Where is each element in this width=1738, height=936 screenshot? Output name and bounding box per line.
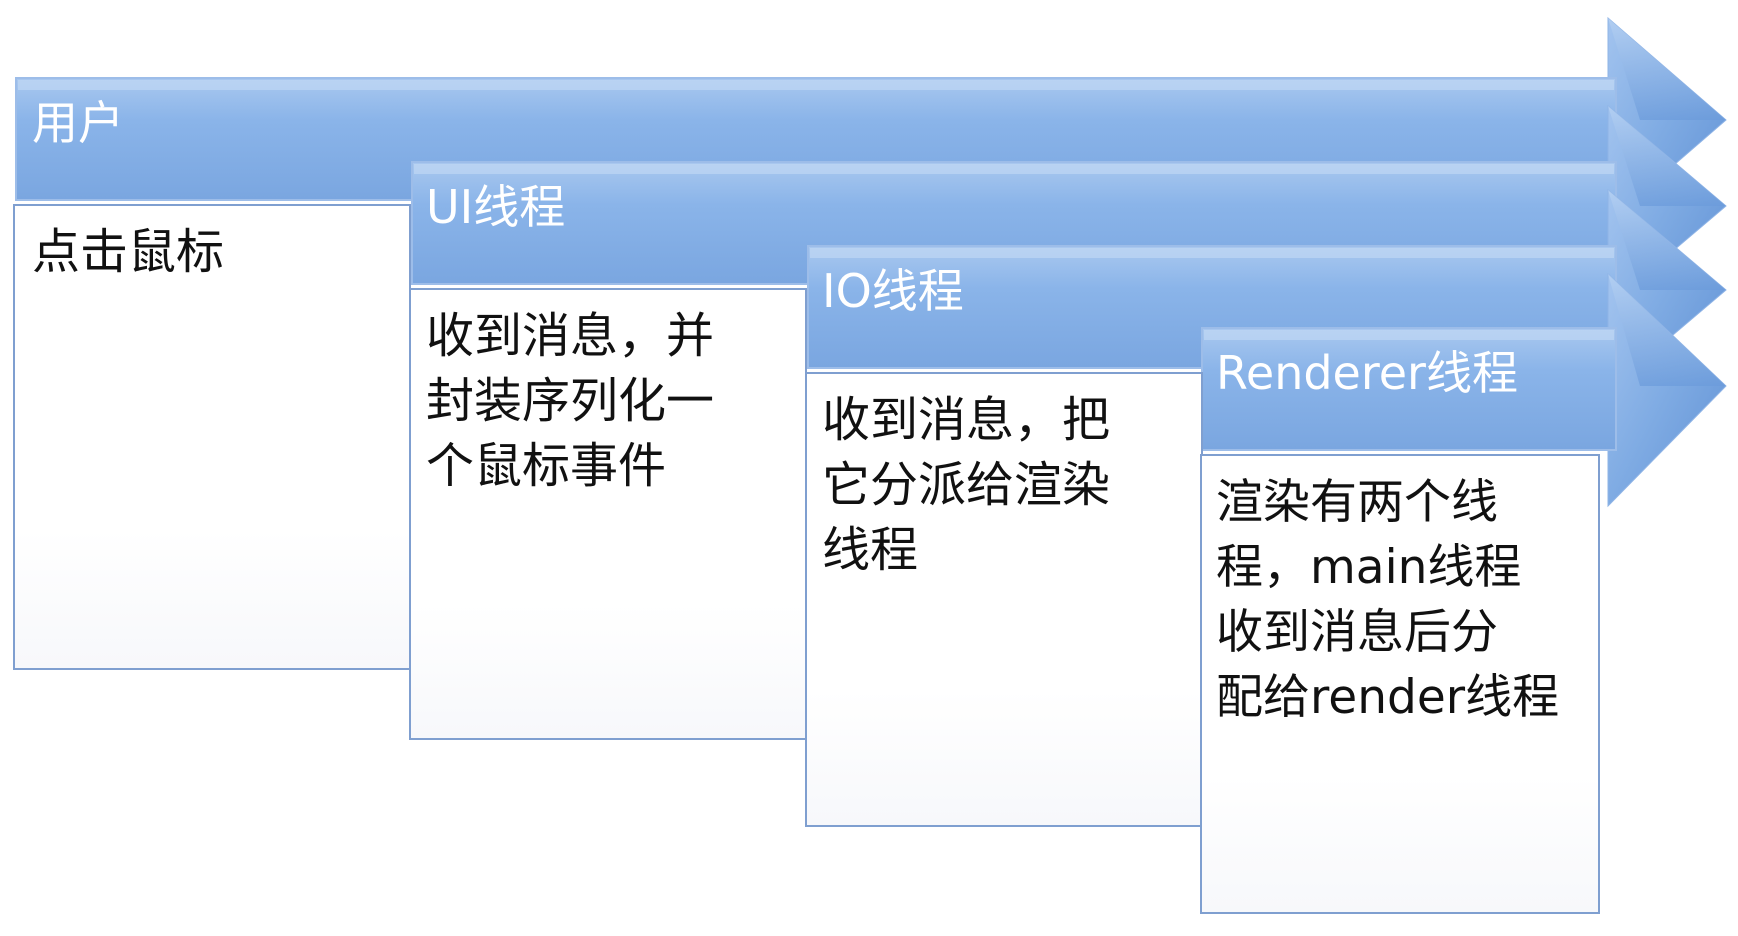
stage-description-ui: 收到消息，并 封装序列化一 个鼠标事件 xyxy=(426,308,715,494)
stage-box-renderer xyxy=(1200,454,1600,914)
stage-box-ui xyxy=(409,288,807,740)
stage-box-user xyxy=(13,204,411,670)
stage-label-ui: UI线程 xyxy=(426,180,566,234)
arrow-ui-head-facet xyxy=(1608,106,1726,206)
arrow-ui-highlight xyxy=(414,164,1614,174)
arrow-io-head-facet xyxy=(1608,190,1726,290)
arrow-renderer-highlight xyxy=(1204,330,1614,340)
arrow-renderer-head-facet xyxy=(1608,274,1726,386)
stage-label-user: 用户 xyxy=(32,96,124,150)
stage-description-io: 收到消息，把 它分派给渲染 线程 xyxy=(822,392,1111,578)
stage-label-io: IO线程 xyxy=(822,264,964,318)
arrow-user-head-facet xyxy=(1608,18,1726,120)
arrow-user-highlight xyxy=(18,80,1614,90)
stage-box-io xyxy=(805,372,1203,827)
arrow-io-highlight xyxy=(810,248,1614,258)
stage-description-renderer: 渲染有两个线 程，main线程 收到消息后分 配给render线程 xyxy=(1216,475,1560,725)
arrow-renderer xyxy=(1201,272,1727,508)
stage-description-user: 点击鼠标 xyxy=(32,224,225,280)
stage-label-renderer: Renderer线程 xyxy=(1216,346,1518,400)
